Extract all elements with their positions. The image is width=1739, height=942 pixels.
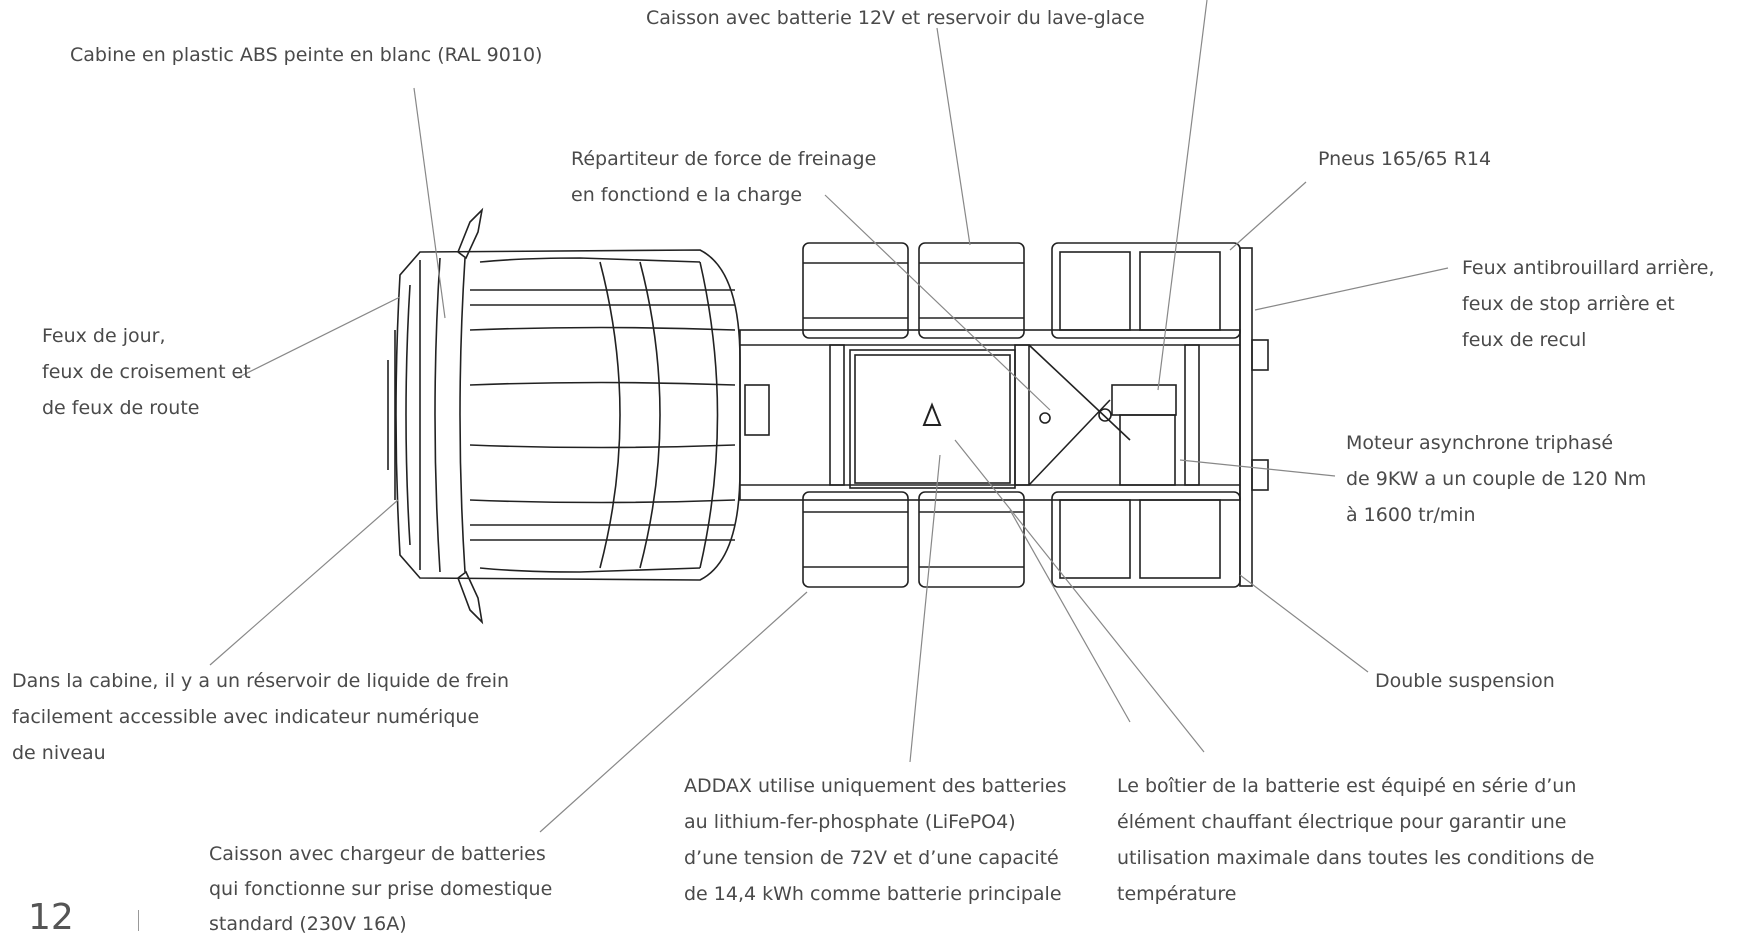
label-feux-antibrouillard: Feux antibrouillard arrière, feux de sto… xyxy=(1462,257,1715,351)
page-number: 12 xyxy=(28,897,74,938)
mirror-right xyxy=(457,570,484,625)
rear-bumper xyxy=(1239,247,1269,587)
page-separator xyxy=(138,910,139,931)
label-caisson-batterie-12v: Caisson avec batterie 12V et reservoir d… xyxy=(646,7,1145,29)
mirror-left xyxy=(457,207,484,260)
label-repartiteur-freinage: Répartiteur de force de freinage en fonc… xyxy=(571,148,877,206)
label-cabine-abs: Cabine en plastic ABS peinte en blanc (R… xyxy=(70,44,543,66)
cab xyxy=(387,249,741,581)
motor xyxy=(1039,384,1177,486)
chassis-frame xyxy=(739,329,1241,501)
battery-box xyxy=(849,349,1016,489)
label-batteries-lithium: ADDAX utilise uniquement des batteries a… xyxy=(684,775,1067,905)
leader-lines xyxy=(209,0,1449,833)
label-double-suspension: Double suspension xyxy=(1375,670,1555,692)
label-boitier-chauffant: Le boîtier de la batterie est équipé en … xyxy=(1117,775,1595,905)
label-moteur: Moteur asynchrone triphasé de 9KW a un c… xyxy=(1346,432,1647,526)
label-chargeur: Caisson avec chargeur de batteries qui f… xyxy=(209,843,553,935)
wheels xyxy=(802,242,1241,588)
label-pneus: Pneus 165/65 R14 xyxy=(1318,148,1492,170)
label-reservoir-frein: Dans la cabine, il y a un réservoir de l… xyxy=(12,670,510,764)
label-feux-jour: Feux de jour, feux de croisement et de f… xyxy=(42,325,251,419)
brake-unit xyxy=(744,384,770,436)
